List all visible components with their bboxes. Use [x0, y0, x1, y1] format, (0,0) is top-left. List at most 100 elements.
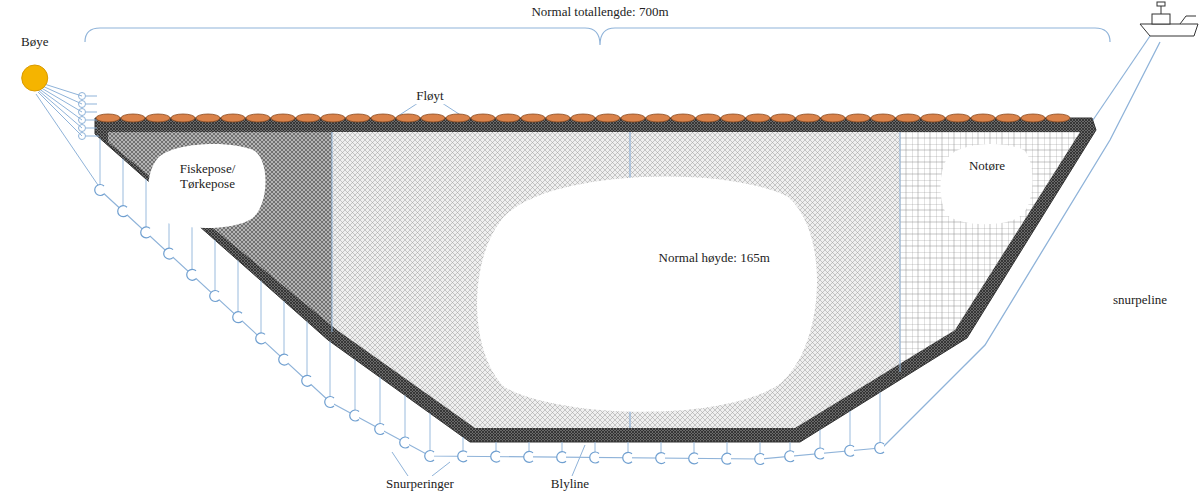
- float: [346, 114, 370, 122]
- float: [721, 114, 745, 122]
- purse-ring: [785, 451, 794, 462]
- opening-blob: [477, 176, 817, 411]
- net-opening: Notøre: [938, 140, 1036, 228]
- float: [96, 114, 120, 122]
- buoy: Bøye: [6, 34, 63, 94]
- float: [246, 114, 270, 122]
- text-holder: Bøye: [21, 34, 48, 50]
- float: [646, 114, 670, 122]
- grid-mesh: [900, 130, 1090, 440]
- ring-hanger: [562, 442, 563, 452]
- purse-ring: [400, 437, 409, 448]
- dimension-label: Normal totallengde: 700m: [529, 4, 670, 20]
- ring-hanger: [215, 240, 216, 291]
- opening-label: Notøre: [969, 159, 1005, 175]
- ring-hanger: [123, 159, 124, 206]
- length-bracket: [85, 28, 1110, 45]
- float: [571, 114, 595, 122]
- net-opening: Fiskepose/ Tørkepose: [145, 140, 270, 232]
- ring-hanger: [727, 442, 728, 454]
- ring-hanger: [284, 301, 285, 355]
- float: [121, 114, 145, 122]
- label-holder: Blyline: [549, 476, 591, 492]
- float: [296, 114, 320, 122]
- float: [521, 114, 545, 122]
- purse-ring: [95, 185, 104, 196]
- float: [596, 114, 620, 122]
- float: [971, 114, 995, 122]
- ring-hanger: [820, 430, 821, 449]
- float: [1046, 114, 1070, 122]
- ring-hanger: [880, 392, 881, 443]
- float: [146, 114, 170, 122]
- ring-hanger: [463, 437, 464, 451]
- buoy-lines: [36, 82, 100, 188]
- ring-hanger: [261, 281, 262, 334]
- float: [421, 114, 445, 122]
- opening-label: Fiskepose/ Tørkepose: [169, 161, 247, 192]
- purse-ring: [458, 451, 467, 462]
- purse-ring: [875, 443, 884, 454]
- purse-ring: [256, 333, 265, 344]
- purse-ring: [557, 452, 566, 463]
- opening-shape: [468, 165, 830, 423]
- leader-line: [392, 452, 408, 476]
- float: [821, 114, 845, 122]
- ring-hanger: [307, 321, 308, 375]
- purse-ring: [325, 397, 334, 408]
- opening-blob: [148, 144, 265, 228]
- float: [471, 114, 495, 122]
- part-label: Fløyt: [414, 88, 445, 104]
- ring-hanger: [529, 442, 530, 452]
- text-holder: Normal høyde: 165m: [659, 250, 770, 266]
- float: [871, 114, 895, 122]
- label-holder: Fløyt: [414, 88, 445, 104]
- purse-ring: [350, 410, 359, 421]
- ring-hanger: [430, 413, 431, 451]
- float: [746, 114, 770, 122]
- ring-hanger: [238, 260, 239, 312]
- ring-hanger: [146, 179, 147, 227]
- ring-hanger: [355, 359, 356, 410]
- purse-ring: [524, 451, 533, 462]
- ring-hanger: [694, 442, 695, 453]
- ring-hanger: [100, 138, 101, 185]
- leader-line: [432, 462, 450, 476]
- part-label: snurpeline: [1111, 292, 1169, 308]
- float: [921, 114, 945, 122]
- ring-hanger: [380, 377, 381, 424]
- float: [171, 114, 195, 122]
- tow-line: [1093, 36, 1150, 120]
- float: [196, 114, 220, 122]
- float: [221, 114, 245, 122]
- purse-ring: [722, 453, 731, 464]
- purse-ring: [233, 312, 242, 323]
- float: [321, 114, 345, 122]
- float: [446, 114, 470, 122]
- purse-ring: [491, 451, 500, 462]
- boat: [1140, 2, 1198, 36]
- purse-ring: [656, 453, 665, 464]
- purse-ring: [375, 424, 384, 435]
- float: [946, 114, 970, 122]
- purse-ring: [815, 448, 824, 459]
- ring-hanger: [760, 442, 761, 454]
- label-holder: Normal totallengde: 700m: [529, 4, 670, 20]
- purse-ring: [302, 375, 311, 386]
- purse-ring: [210, 291, 219, 302]
- purse-line: [880, 42, 1160, 450]
- float: [996, 114, 1020, 122]
- float: [546, 114, 570, 122]
- float: [896, 114, 920, 122]
- buoy-circle: [22, 65, 48, 91]
- float: [696, 114, 720, 122]
- purse-ring: [141, 227, 150, 238]
- opening-label: Normal høyde: 165m: [659, 250, 770, 266]
- purse-ring: [279, 354, 288, 365]
- ring-hanger: [850, 411, 851, 446]
- float: [671, 114, 695, 122]
- label-holder: Snurperinger: [384, 476, 456, 492]
- purse-ring: [755, 454, 764, 465]
- leader-line: [572, 445, 585, 476]
